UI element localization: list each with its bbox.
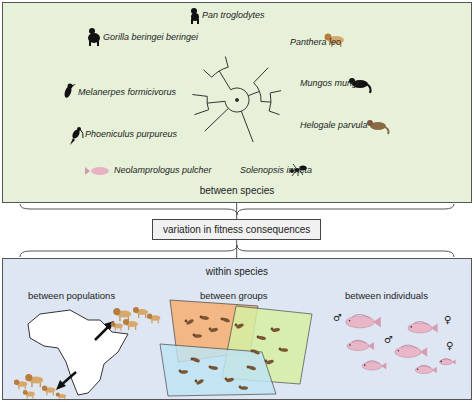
cichlid-icon [85,167,109,175]
sex-symbol: ♂ [333,312,342,323]
connector-line [236,203,237,219]
within-panel-fill [2,258,472,400]
gorilla-icon [88,28,100,46]
species-name: Neolamprologus pulcher [114,166,212,176]
mongoose-groups [179,316,288,390]
connector [236,203,237,219]
level-label: between populations [28,291,115,301]
species-panel: between species [2,2,472,203]
species-name: Phoeniculus purpureus [85,130,177,140]
species-name: Panthera leo [290,38,341,48]
connector-line [236,240,237,258]
species-name: Pan troglodytes [202,11,265,21]
species-panel-fill [2,2,472,203]
species-name: Solenopsis invicta [240,166,312,176]
arrowhead [56,380,66,390]
africa-map [28,310,128,395]
dwarf-mongoose-icon [367,120,389,134]
connector [236,240,237,258]
node-text: between species [200,185,275,196]
level-label: between individuals [345,291,428,301]
species-name: Mungos mungo [300,79,362,89]
node-text: variation in fitness consequences [163,224,310,235]
process-box: variation in fitness consequences [152,219,321,240]
species-name: Melanerpes formicivorus [78,88,176,98]
sex-symbol: ♀ [444,314,451,325]
within-panel: within species [2,258,472,400]
woodpecker-icon [63,84,76,99]
sex-symbol: ♀ [446,340,453,351]
species-name: Helogale parvula [300,121,368,131]
species-icons [63,8,370,176]
territory [160,344,276,396]
lion-groups [14,307,161,400]
species-name: Gorilla beringei beringei [103,33,198,43]
fish-individuals [346,314,456,373]
chimp-icon [191,8,199,24]
phylogenetic-tree [192,57,281,142]
sex-symbol: ♂ [384,334,393,345]
level-label: between groups [200,291,268,301]
node-text: within species [206,266,268,277]
hoopoe-icon [70,127,83,145]
